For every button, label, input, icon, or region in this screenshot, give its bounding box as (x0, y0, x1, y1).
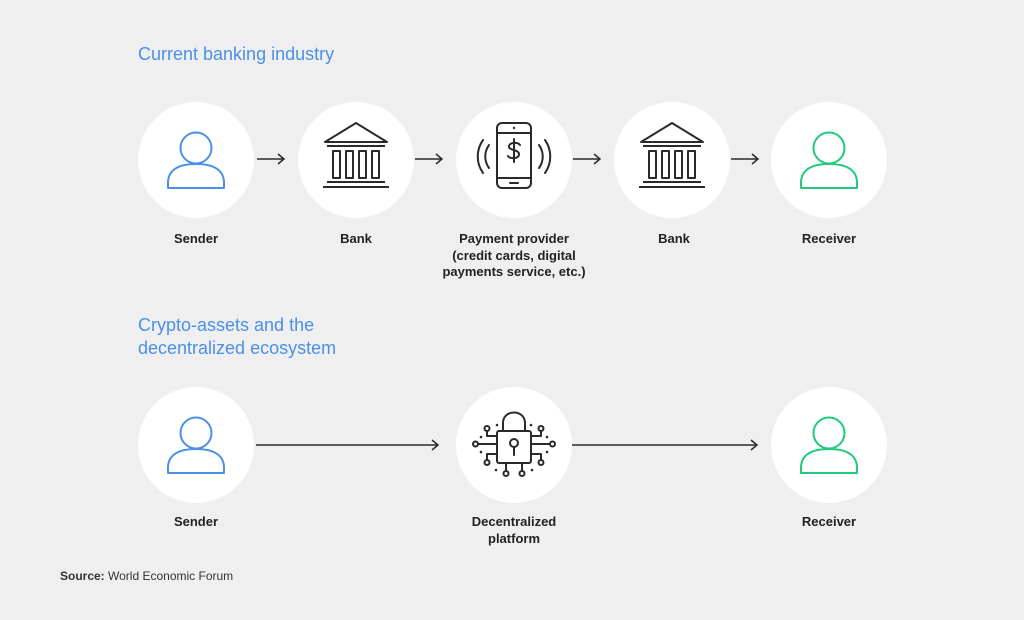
node-label-sender: Sender (173, 231, 219, 246)
phone-payment-icon (456, 102, 572, 218)
node-label-bank: Bank (658, 231, 690, 246)
node-decentralized-platform (456, 387, 572, 503)
source-note: Source: World Economic Forum (60, 569, 233, 583)
person-icon (138, 102, 254, 218)
arrow-right-icon (257, 153, 286, 165)
node-bank (614, 102, 730, 218)
arrow-right-icon (415, 153, 444, 165)
node-sender (138, 387, 254, 503)
node-bank (298, 102, 414, 218)
node-payment-provider (456, 102, 572, 218)
node-receiver (771, 102, 887, 218)
node-receiver (771, 387, 887, 503)
bank-icon (614, 102, 730, 218)
arrow-right-icon (573, 153, 602, 165)
node-label-payment-provider: Payment provider (credit cards, digital … (442, 231, 586, 279)
source-text: World Economic Forum (104, 569, 234, 583)
node-label-receiver: Receiver (801, 514, 857, 529)
person-icon (771, 102, 887, 218)
bank-icon (298, 102, 414, 218)
person-icon (771, 387, 887, 503)
node-label-receiver: Receiver (801, 231, 857, 246)
arrow-right-icon (256, 439, 440, 451)
node-label-decentralized-platform: Decentralized platform (471, 514, 557, 546)
node-sender (138, 102, 254, 218)
arrow-right-icon (731, 153, 760, 165)
person-icon (138, 387, 254, 503)
node-label-sender: Sender (173, 514, 219, 529)
source-label: Source: (60, 569, 105, 583)
section-title-crypto: Crypto-assets and the decentralized ecos… (138, 315, 337, 358)
node-label-bank: Bank (340, 231, 372, 246)
section-title-current-banking: Current banking industry (138, 44, 335, 64)
lock-network-icon (456, 387, 572, 503)
arrow-right-icon (572, 439, 759, 451)
